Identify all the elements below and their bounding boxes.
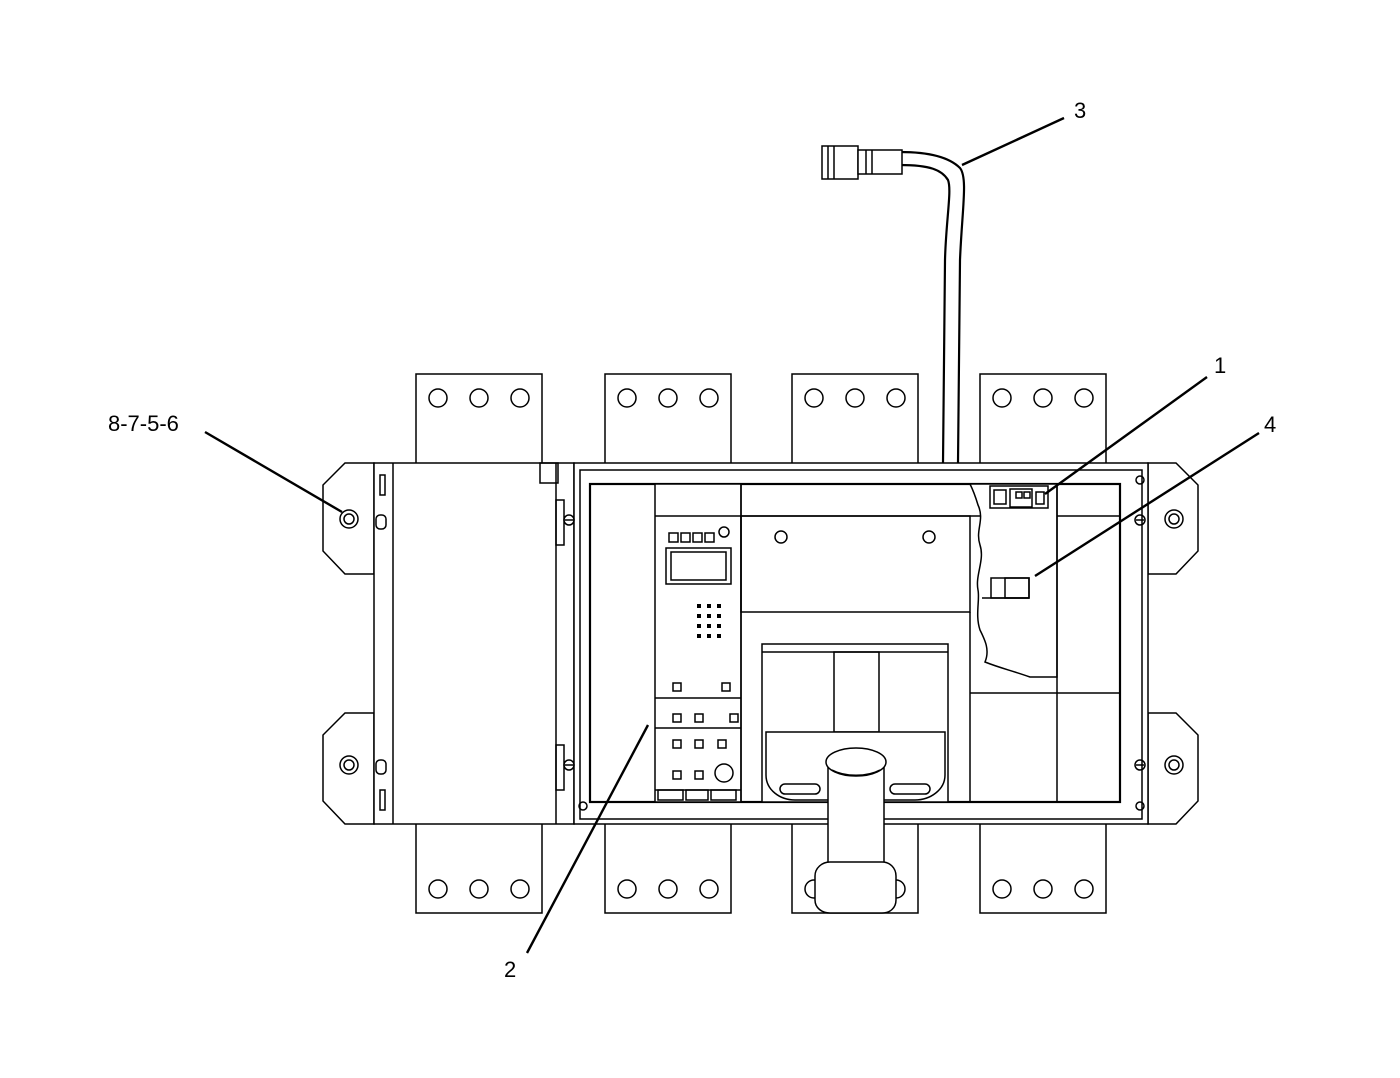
keypad-dots: [697, 604, 721, 638]
leader-lines: [204, 116, 1260, 954]
callout-2-label: 2: [504, 957, 516, 982]
top-terminal-pad-2: [604, 373, 732, 465]
top-terminal-pads: [415, 373, 1107, 465]
callout-1-label: 1: [1214, 353, 1226, 378]
callout-3-label: 3: [1074, 98, 1086, 123]
leader-1: [1044, 376, 1208, 495]
breaker-mechanism: [761, 643, 949, 914]
cutaway-section: [968, 483, 1120, 802]
bottom-terminal-pads: [415, 822, 1107, 914]
bottom-terminal-pad-2: [604, 822, 732, 914]
top-terminal-pad-4: [979, 373, 1107, 465]
bottom-terminal-pad-4: [979, 822, 1107, 914]
front-plate: [740, 483, 1121, 802]
operating-handle: [814, 747, 897, 914]
leader-4: [1034, 431, 1260, 578]
leader-ref: [204, 430, 343, 514]
bottom-terminal-pad-1: [415, 822, 543, 914]
leader-3: [961, 116, 1065, 167]
accessory-module: [982, 577, 1030, 599]
callout-labels: 8-7-5-6 1 2 3 4: [108, 98, 1276, 982]
leader-2: [525, 724, 650, 954]
callout-4-label: 4: [1264, 412, 1276, 437]
top-terminal-pad-3: [791, 373, 919, 465]
top-terminal-pad-1: [415, 373, 543, 465]
cable-connector: [821, 145, 903, 180]
trip-unit: [654, 483, 742, 803]
callout-ref-label: 8-7-5-6: [108, 411, 179, 436]
left-housing: [373, 462, 575, 825]
mounting-ears: [322, 462, 1199, 825]
auxiliary-contacts: [989, 485, 1049, 509]
cable-harness: [821, 145, 966, 464]
